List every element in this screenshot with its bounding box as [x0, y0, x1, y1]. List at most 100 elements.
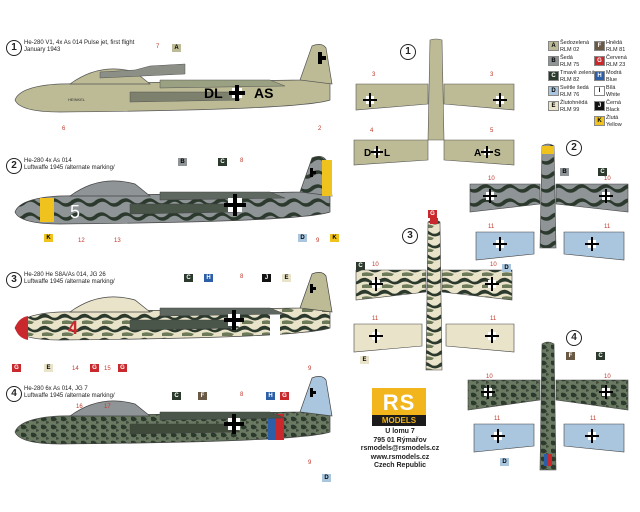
callout: 11: [604, 224, 611, 230]
legend-color-chip: C: [548, 71, 559, 81]
color-tag: G: [118, 364, 127, 372]
color-tag: C: [184, 274, 193, 282]
profile-1-caption-line1: He-280 V1, 4x As 014 Pulse jet, first fl…: [24, 40, 135, 46]
color-tag: H: [266, 392, 275, 400]
legend-label-name: Šedá: [560, 55, 573, 61]
profile-2-aircraft: 5: [14, 156, 333, 225]
plan-view-4: [467, 341, 629, 471]
profile-3-aircraft: 4: [14, 272, 333, 341]
color-tag: G: [280, 392, 289, 400]
address-line: U lomu 7: [385, 428, 415, 435]
address-line: www.rsmodels.cz: [370, 453, 430, 461]
callout: 10: [604, 374, 611, 380]
profile-1-caption-line2: January 1943: [24, 47, 61, 53]
profile-2-caption-line2: Luftwaffe 1945 /alternate marking/: [24, 165, 115, 171]
plan-3-number: 3: [402, 228, 418, 244]
callout: 9: [308, 460, 312, 466]
legend-label-code: RLM 02: [560, 46, 580, 53]
color-tag: F: [566, 352, 575, 360]
color-tag: D: [500, 458, 509, 466]
callout: 8: [240, 158, 244, 164]
plan-1-number: 1: [400, 44, 416, 60]
color-tag: K: [44, 234, 53, 242]
color-tag: C: [218, 158, 227, 166]
address-line: rsmodels@rsmodels.cz: [360, 445, 440, 452]
callout: 10: [604, 176, 611, 182]
callout: 11: [488, 224, 495, 230]
svg-text:DL: DL: [204, 85, 223, 101]
color-tag: G: [428, 210, 437, 218]
callout: 8: [240, 392, 244, 398]
legend-label-code: Black: [606, 106, 620, 113]
color-tag: C: [596, 352, 605, 360]
profile-1-aircraft: DL AS: [14, 44, 333, 113]
manufacturer-stencil: HEINKEL: [68, 97, 86, 102]
legend-label-code: RLM 23: [606, 61, 626, 68]
legend-label-code: Blue: [606, 76, 618, 83]
callout: 10: [490, 262, 497, 268]
callout: 4: [370, 128, 374, 134]
legend-label-name: Černá: [606, 100, 621, 106]
legend-label-name: Červená: [606, 55, 627, 61]
color-tag: B: [178, 158, 187, 166]
callout: 11: [490, 316, 497, 322]
callout: 11: [372, 316, 379, 322]
callout: 2: [318, 126, 322, 132]
profile-3-number: 3: [6, 272, 22, 288]
legend-label-name: Modrá: [606, 70, 622, 76]
profile-4-caption-line2: Luftwaffe 1945 /alternate marking/: [24, 393, 115, 399]
profile-3-caption-line1: He-280 He S8A/As 014, JG 26: [24, 272, 106, 278]
color-tag: D: [322, 474, 331, 482]
svg-text:A: A: [474, 148, 481, 159]
profile-4-aircraft: [14, 376, 333, 445]
legend-color-chip: G: [594, 56, 605, 66]
svg-text:D: D: [364, 148, 371, 159]
color-tag: H: [204, 274, 213, 282]
color-tag: B: [560, 168, 569, 176]
legend-label-code: RLM 75: [560, 61, 580, 68]
callout: 3: [490, 72, 494, 78]
legend-label-code: Yellow: [606, 121, 622, 128]
plan-view-1: D L A S: [353, 38, 515, 166]
legend-label-code: RLM 81: [606, 46, 626, 53]
legend-color-chip: D: [548, 86, 559, 96]
callout: 11: [494, 416, 501, 422]
callout: 3: [372, 72, 376, 78]
plan-view-2: [469, 143, 629, 261]
address-line: 795 01 Rýmařov: [373, 436, 427, 444]
color-tag: F: [198, 392, 207, 400]
legend-label-name: Šedozelená: [560, 40, 590, 46]
profile-3-caption-line2: Luftwaffe 1945 /alternate marking/: [24, 279, 115, 285]
color-tag: J: [262, 274, 271, 282]
legend-label-name: Žlutá: [606, 115, 619, 121]
color-tag: E: [282, 274, 291, 282]
plan-view-3: [353, 218, 515, 371]
callout: 17: [104, 404, 111, 410]
callout: 12: [78, 238, 85, 244]
legend-label-code: RLM 82: [560, 76, 580, 83]
profile-4-caption-line1: He-280 6x As 014, JG 7: [24, 386, 88, 392]
color-tag: G: [90, 364, 99, 372]
svg-text:4: 4: [68, 318, 78, 338]
legend-label-name: Hnědá: [606, 40, 623, 46]
legend-color-chip: H: [594, 71, 605, 81]
legend-color-chip: F: [594, 41, 605, 51]
